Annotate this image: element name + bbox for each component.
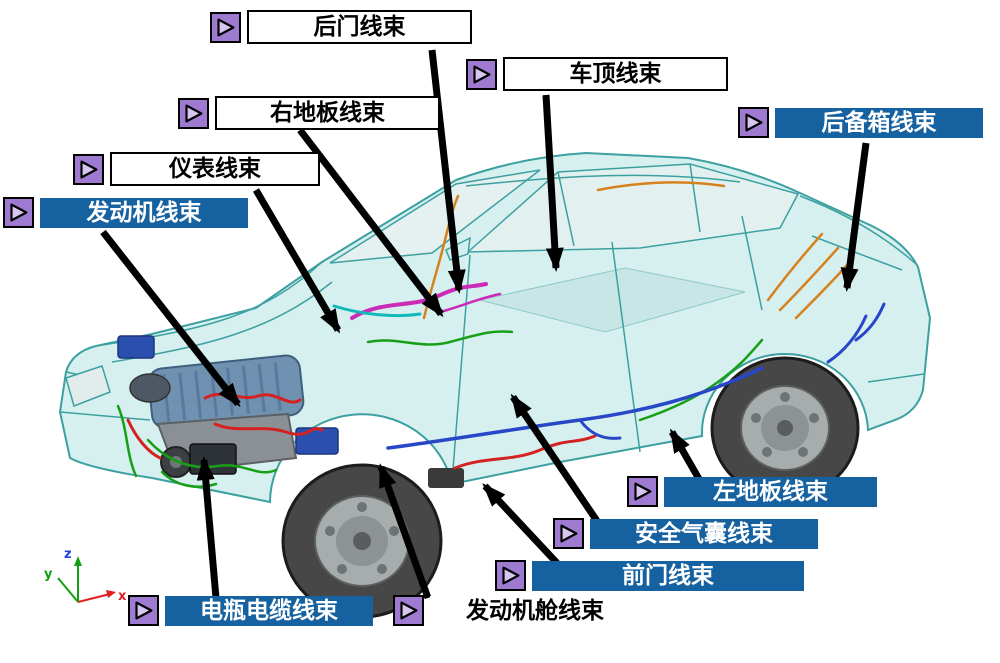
play-icon xyxy=(738,107,769,138)
label-airbag-harness[interactable]: 安全气囊线束 xyxy=(553,518,818,549)
axis-z-label: z xyxy=(64,547,72,562)
arrow-front-door-harness xyxy=(482,483,560,566)
arrow-instrument-harness xyxy=(252,188,342,334)
label-battery-cable-harness[interactable]: 电瓶电缆线束 xyxy=(128,595,373,626)
arrow-engine-bay-harness xyxy=(377,463,432,600)
leader-arrows xyxy=(100,49,870,600)
arrow-battery-cable-harness xyxy=(196,456,220,599)
axis-y-label: y xyxy=(44,567,53,582)
arrow-roof-harness xyxy=(542,94,564,272)
label-text: 右地板线束 xyxy=(215,96,440,130)
label-text: 前门线束 xyxy=(532,560,804,591)
axis-x-label: x xyxy=(118,589,127,604)
label-text: 电瓶电缆线束 xyxy=(165,595,373,626)
label-right-floor-harness[interactable]: 右地板线束 xyxy=(178,96,440,130)
label-text: 后门线束 xyxy=(247,10,472,44)
rear-wheel xyxy=(710,356,860,500)
cyan-harness-wires xyxy=(332,304,422,318)
label-engine-harness[interactable]: 发动机线束 xyxy=(3,197,248,228)
label-text: 安全气囊线束 xyxy=(590,518,818,549)
arrow-airbag-harness xyxy=(510,393,600,523)
label-text: 发动机线束 xyxy=(40,197,248,228)
label-trunk-harness[interactable]: 后备箱线束 xyxy=(738,107,983,138)
label-text: 发动机舱线束 xyxy=(430,595,640,626)
play-icon xyxy=(210,11,241,43)
label-left-floor-harness[interactable]: 左地板线束 xyxy=(627,476,877,507)
play-icon xyxy=(495,560,526,591)
label-instrument-harness[interactable]: 仪表线束 xyxy=(73,152,320,186)
arrow-trunk-harness xyxy=(840,142,870,292)
arrow-engine-harness xyxy=(100,229,241,408)
blue-harness-wires xyxy=(386,302,886,450)
play-icon xyxy=(393,595,424,626)
green-harness-wires xyxy=(116,330,764,488)
arrow-right-floor-harness xyxy=(297,127,444,318)
label-rear-door-harness[interactable]: 后门线束 xyxy=(210,10,472,44)
play-icon xyxy=(3,197,34,228)
axis-triad: z x y xyxy=(44,547,127,604)
label-text: 车顶线束 xyxy=(503,57,728,91)
label-front-door-harness[interactable]: 前门线束 xyxy=(495,560,804,591)
play-icon xyxy=(553,518,584,549)
label-text: 仪表线束 xyxy=(110,152,320,186)
label-roof-harness[interactable]: 车顶线束 xyxy=(466,57,728,91)
arrow-rear-door-harness xyxy=(428,49,466,294)
play-icon xyxy=(627,476,658,507)
label-text: 后备箱线束 xyxy=(775,107,983,138)
play-icon xyxy=(73,153,104,185)
play-icon xyxy=(128,595,159,626)
play-icon xyxy=(178,97,209,129)
label-engine-bay-harness[interactable]: 发动机舱线束 xyxy=(393,595,640,626)
play-icon xyxy=(466,58,497,90)
label-text: 左地板线束 xyxy=(664,476,877,507)
